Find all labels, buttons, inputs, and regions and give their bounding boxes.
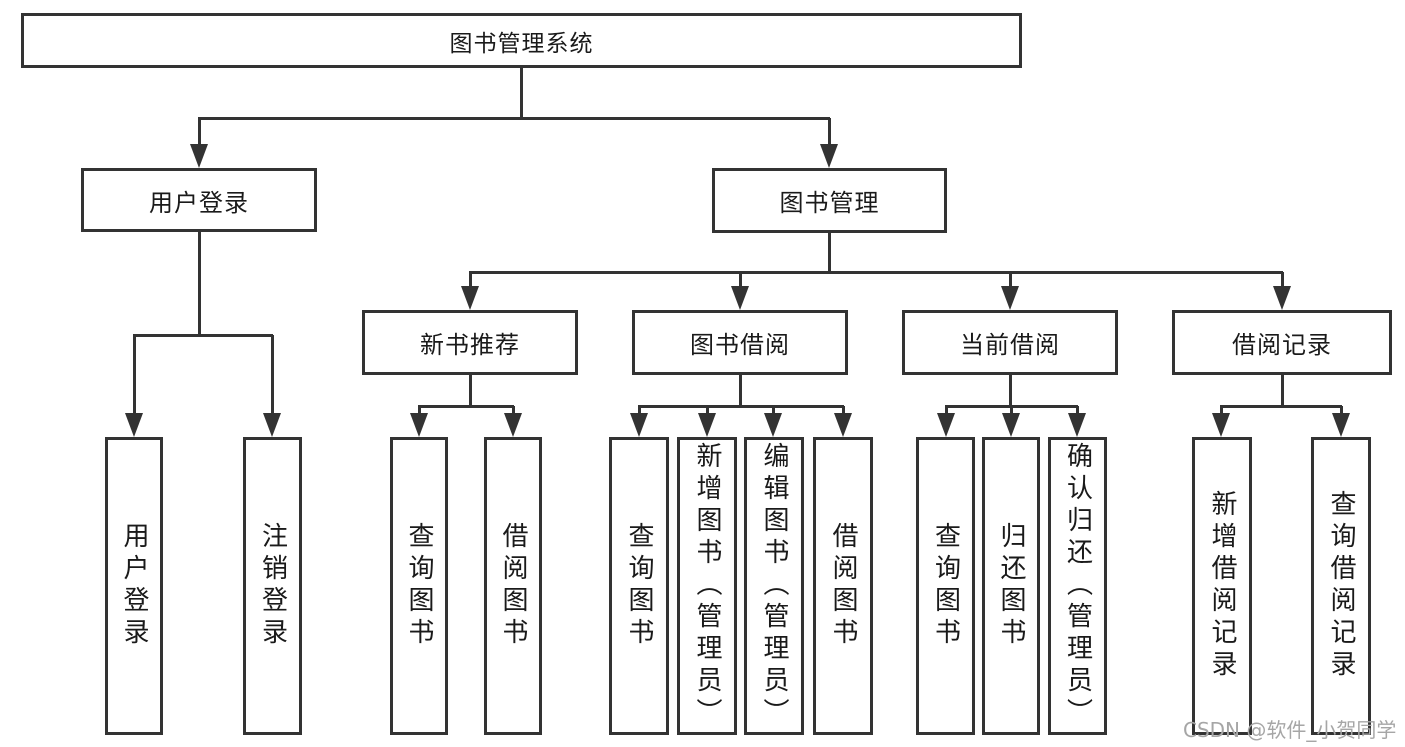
connector-line <box>638 406 641 419</box>
node-current-borrow-label: 当前借阅 <box>960 331 1060 359</box>
leaf-recommend-borrow-books-label: 借阅图书 <box>498 522 528 650</box>
arrowhead-down-icon <box>410 413 428 437</box>
connector-line <box>828 118 831 150</box>
leaf-record-add-borrow-record: 新增借阅记录 <box>1192 437 1252 735</box>
arrowhead-down-icon <box>125 413 143 437</box>
connector-line <box>418 405 514 408</box>
node-root: 图书管理系统 <box>21 13 1022 68</box>
node-book-borrow: 图书借阅 <box>632 310 848 375</box>
watermark-text: CSDN @软件_小贺同学 <box>1183 718 1397 742</box>
node-root-label: 图书管理系统 <box>449 30 594 57</box>
leaf-borrow-add-books-admin-label: 新增图书（管理员） <box>692 442 722 730</box>
leaf-borrow-add-books-admin: 新增图书（管理员） <box>677 437 737 735</box>
arrowhead-down-icon <box>834 413 852 437</box>
connector-line <box>469 375 472 408</box>
leaf-borrow-edit-books-admin-label: 编辑图书（管理员） <box>759 442 789 730</box>
arrowhead-down-icon <box>937 413 955 437</box>
leaf-record-query-borrow-record: 查询借阅记录 <box>1311 437 1371 735</box>
leaf-borrow-borrow-books: 借阅图书 <box>813 437 873 735</box>
node-user-login: 用户登录 <box>81 168 317 232</box>
connector-line <box>1010 406 1013 419</box>
leaf-current-confirm-return-admin-label: 确认归还（管理员） <box>1062 442 1093 730</box>
leaf-borrow-query-books: 查询图书 <box>609 437 669 735</box>
connector-line <box>1076 406 1079 419</box>
leaf-record-query-borrow-record-label: 查询借阅记录 <box>1326 490 1356 682</box>
leaf-recommend-query-books-label: 查询图书 <box>404 522 434 650</box>
connector-line <box>772 406 775 419</box>
leaf-borrow-borrow-books-label: 借阅图书 <box>828 522 858 650</box>
node-book-borrow-label: 图书借阅 <box>690 331 790 359</box>
arrowhead-down-icon <box>504 413 522 437</box>
arrowhead-down-icon <box>1212 413 1230 437</box>
leaf-logout: 注销登录 <box>243 437 302 735</box>
leaf-logout-label: 注销登录 <box>257 522 288 650</box>
connector-line <box>706 406 709 419</box>
connector-line <box>1340 406 1343 419</box>
connector-line <box>1281 375 1284 408</box>
node-new-book-recommend: 新书推荐 <box>362 310 578 375</box>
arrowhead-down-icon <box>1332 413 1350 437</box>
connector-line <box>418 406 421 419</box>
connector-line <box>469 272 472 292</box>
arrowhead-down-icon <box>461 286 479 310</box>
leaf-recommend-query-books: 查询图书 <box>390 437 448 735</box>
arrowhead-down-icon <box>1273 286 1291 310</box>
connector-line <box>1009 272 1012 292</box>
arrowhead-down-icon <box>630 413 648 437</box>
leaf-current-return-books-label: 归还图书 <box>996 522 1026 650</box>
connector-line <box>739 375 742 408</box>
arrowhead-down-icon <box>1068 413 1086 437</box>
connector-line <box>1220 405 1342 408</box>
connector-line <box>133 335 136 419</box>
node-book-management: 图书管理 <box>712 168 947 233</box>
connector-line <box>1220 406 1223 419</box>
connector-line <box>520 68 523 120</box>
node-borrow-record: 借阅记录 <box>1172 310 1392 375</box>
connector-line <box>512 406 515 419</box>
leaf-current-query-books: 查询图书 <box>916 437 975 735</box>
node-user-login-label: 用户登录 <box>149 188 249 217</box>
leaf-borrow-edit-books-admin: 编辑图书（管理员） <box>744 437 804 735</box>
connector-line <box>1009 375 1012 408</box>
leaf-current-return-books: 归还图书 <box>982 437 1040 735</box>
leaf-recommend-borrow-books: 借阅图书 <box>484 437 542 735</box>
arrowhead-down-icon <box>1002 413 1020 437</box>
leaf-record-add-borrow-record-label: 新增借阅记录 <box>1207 490 1237 682</box>
node-borrow-record-label: 借阅记录 <box>1232 331 1332 359</box>
arrowhead-down-icon <box>820 144 838 168</box>
leaf-borrow-query-books-label: 查询图书 <box>624 522 654 650</box>
connector-line <box>638 405 844 408</box>
arrowhead-down-icon <box>731 286 749 310</box>
connector-line <box>945 406 948 419</box>
connector-line <box>133 334 273 337</box>
leaf-user-login: 用户登录 <box>105 437 163 735</box>
leaf-current-query-books-label: 查询图书 <box>930 522 961 650</box>
arrowhead-down-icon <box>1001 286 1019 310</box>
connector-line <box>739 272 742 292</box>
arrowhead-down-icon <box>698 413 716 437</box>
node-current-borrow: 当前借阅 <box>902 310 1118 375</box>
connector-line <box>198 118 201 150</box>
connector-line <box>271 335 274 419</box>
connector-line <box>828 233 831 274</box>
connector-line <box>842 406 845 419</box>
connector-line <box>1281 272 1284 292</box>
connector-line <box>198 232 201 337</box>
node-new-book-recommend-label: 新书推荐 <box>420 331 520 359</box>
arrowhead-down-icon <box>263 413 281 437</box>
arrowhead-down-icon <box>764 413 782 437</box>
leaf-user-login-label: 用户登录 <box>119 522 149 650</box>
leaf-current-confirm-return-admin: 确认归还（管理员） <box>1048 437 1107 735</box>
arrowhead-down-icon <box>190 144 208 168</box>
connector-line <box>469 271 1283 274</box>
connector-line <box>198 117 830 120</box>
node-book-management-label: 图书管理 <box>779 189 880 217</box>
